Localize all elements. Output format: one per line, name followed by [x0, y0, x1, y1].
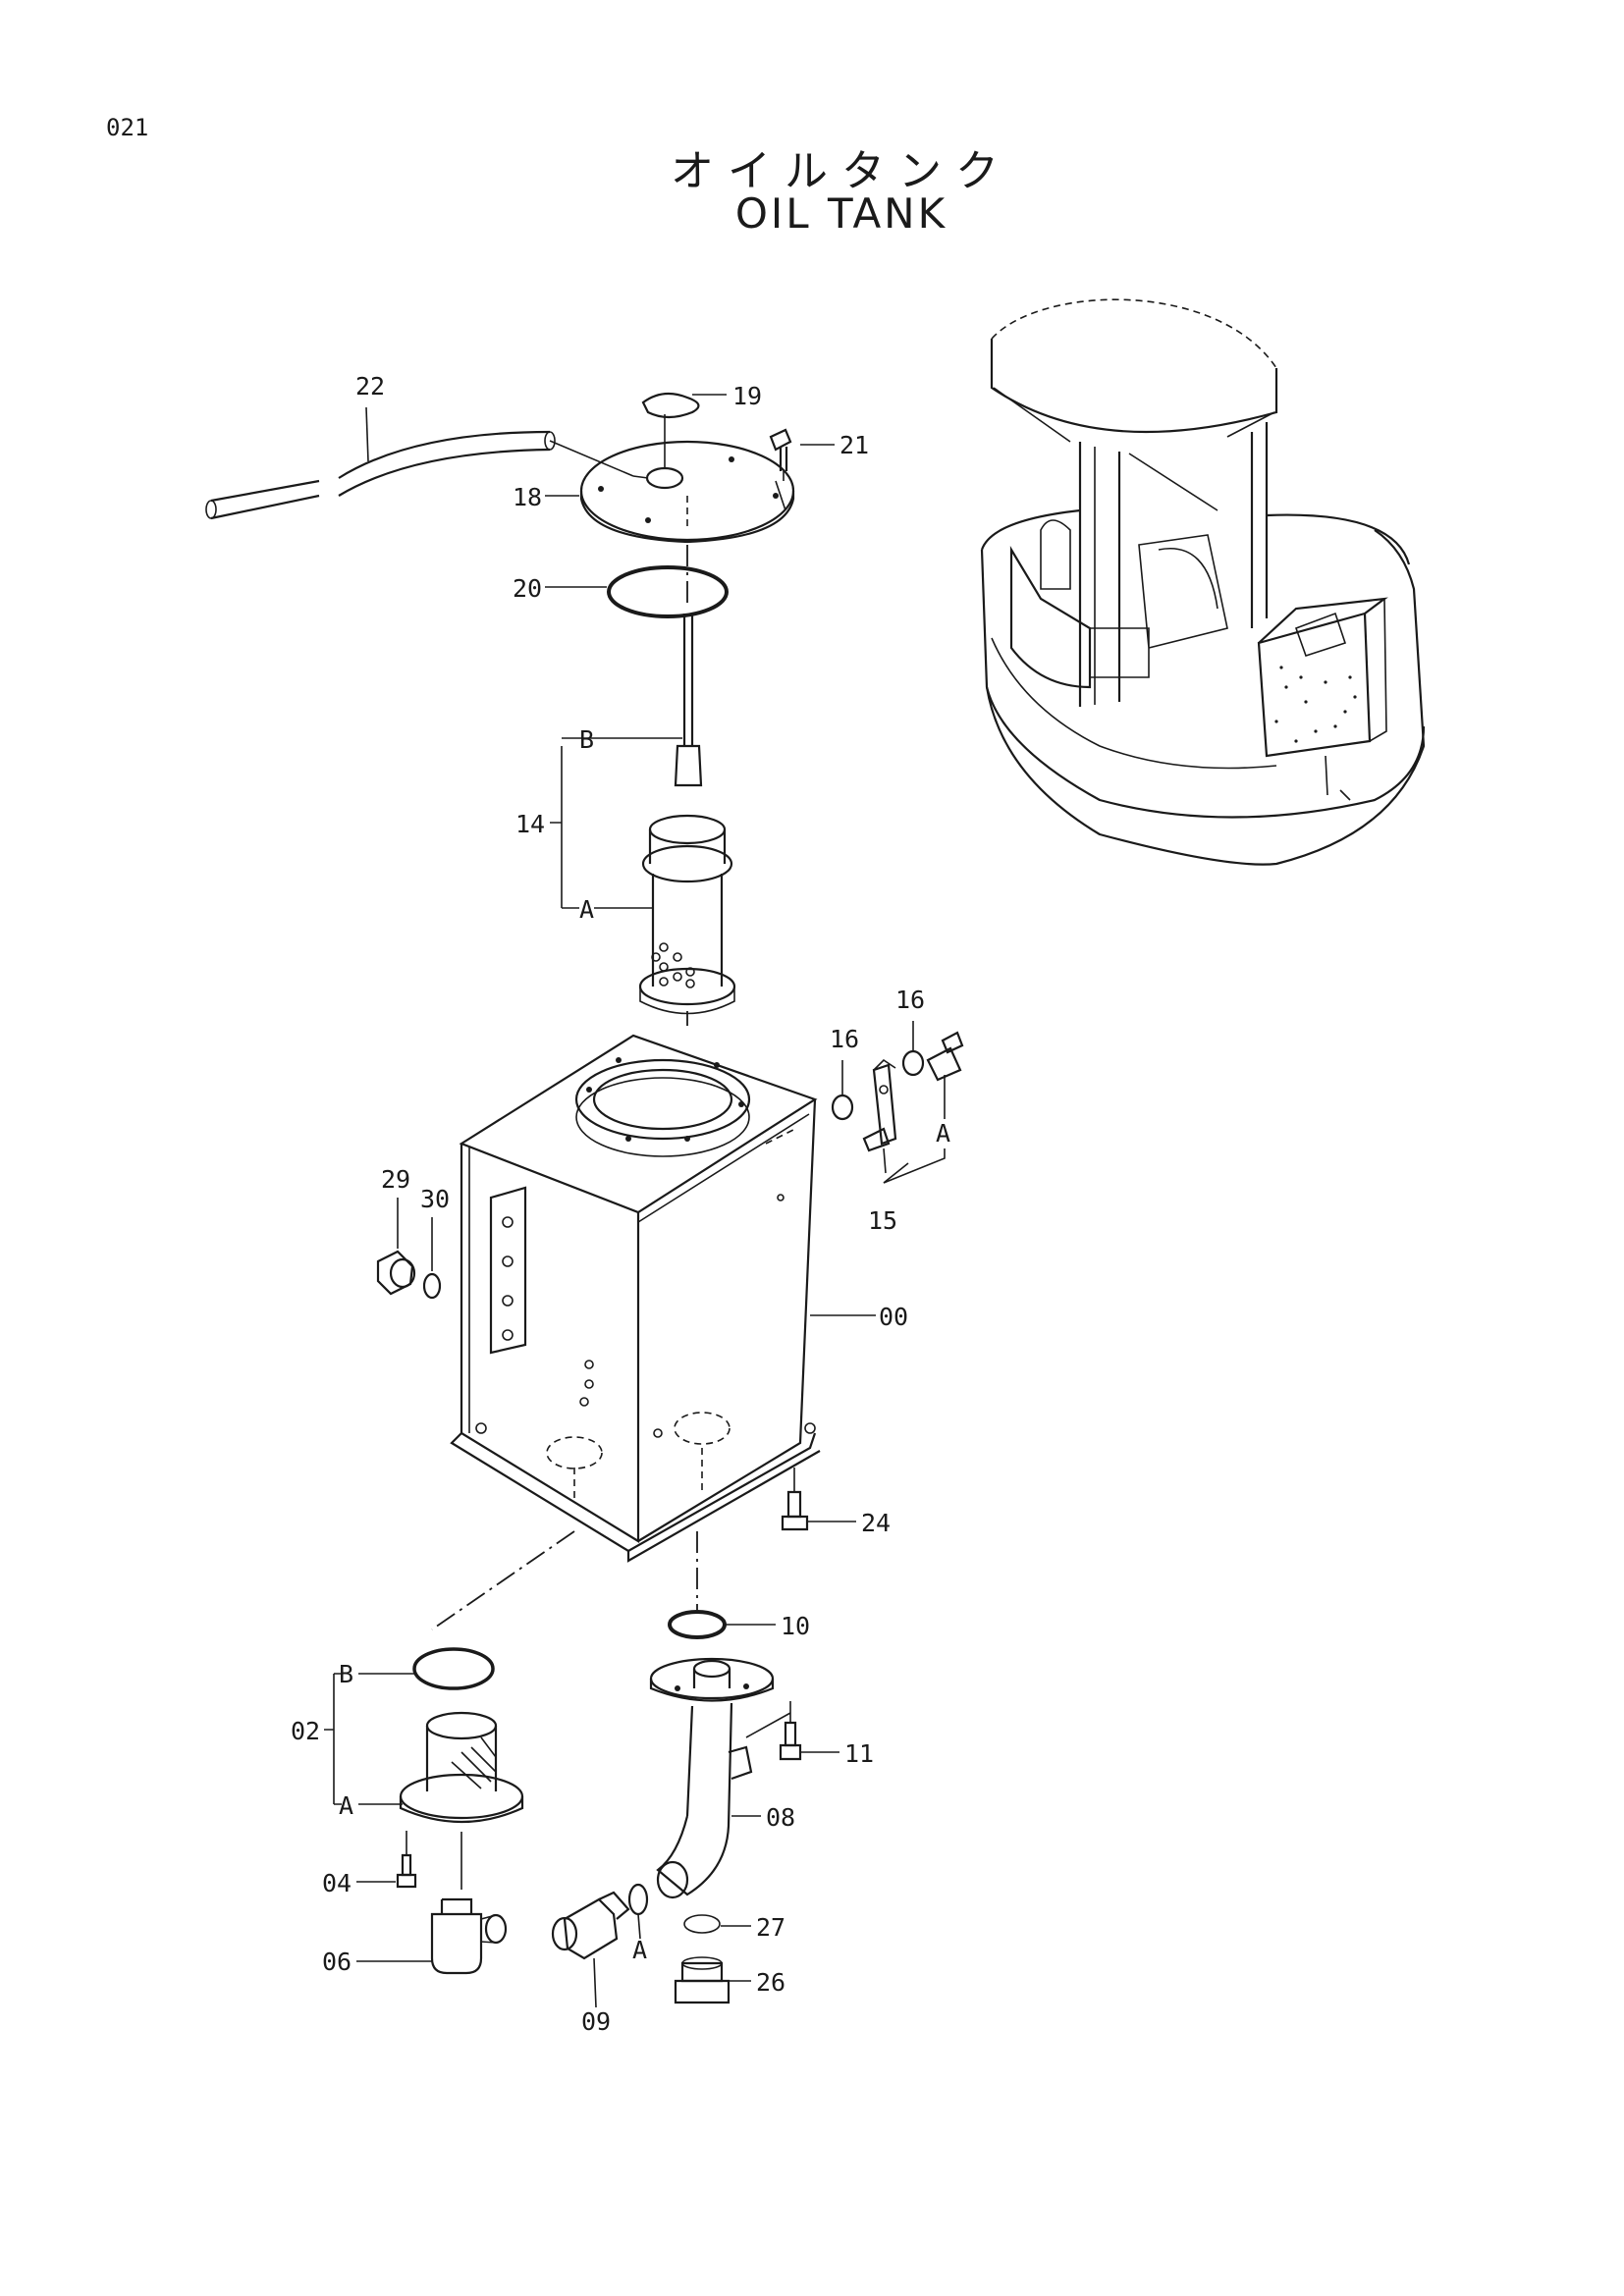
callout-04: 04	[322, 1869, 352, 1897]
leader-lines	[324, 394, 876, 1982]
o-ring-20	[607, 565, 729, 618]
bracket-15	[862, 1058, 909, 1184]
callout-29: 29	[381, 1165, 410, 1194]
callout-26: 26	[756, 1968, 785, 1997]
plug-29	[376, 1198, 416, 1296]
hose-22	[205, 430, 634, 520]
o-ring-09-a	[627, 1883, 649, 1940]
callout-11: 11	[844, 1739, 874, 1768]
bolt-21	[769, 428, 792, 511]
callout-14-a: A	[579, 895, 594, 924]
page-title-english: OIL TANK	[734, 189, 948, 238]
callout-06: 06	[322, 1948, 352, 1976]
callout-16-left: 16	[830, 1025, 859, 1053]
bolt-04	[396, 1831, 417, 1889]
filter-element-14	[638, 545, 736, 1026]
elbow-06	[430, 1897, 508, 1975]
callout-09-a: A	[632, 1936, 647, 1964]
callout-19: 19	[732, 382, 762, 410]
page-number: 021	[106, 114, 149, 141]
callout-20: 20	[513, 574, 542, 603]
adapter-09	[551, 1891, 630, 2008]
cover-plate-18	[579, 440, 795, 544]
machine-overview-illustration	[980, 298, 1426, 866]
callout-labels: 22 19 21 18 20 14 B A 16 16 A 15 29 30 0…	[291, 372, 950, 2036]
callout-30: 30	[420, 1185, 450, 1213]
callout-18: 18	[513, 483, 542, 511]
cap-19	[641, 392, 700, 469]
leader-strainer	[431, 1530, 575, 1630]
bolt-a-15	[883, 1031, 964, 1184]
callout-21: 21	[839, 431, 869, 459]
callout-27: 27	[756, 1913, 785, 1942]
o-ring-30	[422, 1217, 442, 1300]
o-ring-02-b	[412, 1647, 495, 1690]
callout-02-b: B	[339, 1660, 353, 1688]
callout-14-b: B	[579, 725, 594, 754]
callout-16-right: 16	[895, 986, 925, 1014]
callout-02: 02	[291, 1717, 320, 1745]
nut-16-left	[831, 1060, 854, 1121]
callout-10: 10	[781, 1612, 810, 1640]
page-title-japanese: オイルタンク	[671, 146, 1012, 196]
callout-14: 14	[515, 810, 545, 838]
callout-15-a: A	[936, 1119, 950, 1148]
callout-22: 22	[355, 372, 385, 400]
callout-08: 08	[766, 1803, 795, 1832]
o-ring-10	[668, 1610, 727, 1639]
callout-24: 24	[861, 1509, 891, 1537]
o-ring-27	[683, 1914, 721, 1934]
callout-00: 00	[879, 1303, 908, 1331]
oil-tank-00	[450, 1034, 821, 1563]
callout-02-a: A	[339, 1791, 353, 1820]
plug-26	[674, 1956, 731, 2004]
nut-16-right	[901, 1021, 925, 1077]
bolt-11	[745, 1701, 802, 1761]
suction-pipe-08	[649, 1657, 775, 1899]
strainer-02-a	[399, 1711, 524, 1890]
callout-15: 15	[868, 1206, 897, 1235]
callout-09: 09	[581, 2007, 611, 2036]
bolt-24	[781, 1468, 809, 1531]
